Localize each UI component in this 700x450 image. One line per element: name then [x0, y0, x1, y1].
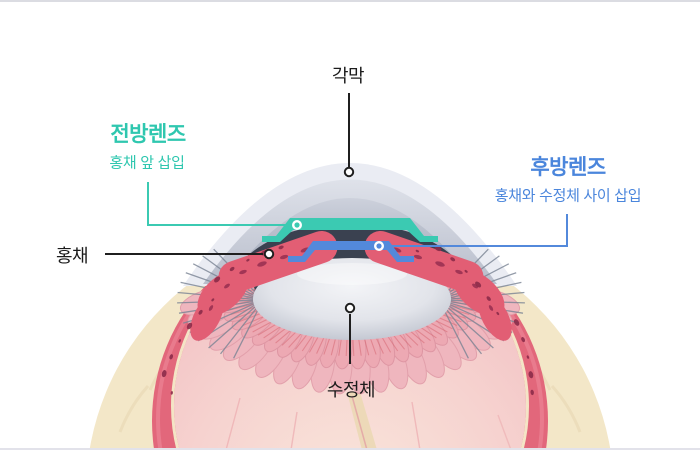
iris-anchor-dot	[263, 248, 275, 260]
leader-lines	[105, 93, 568, 364]
lens-anchor-dot	[344, 302, 356, 314]
anterior-lens-shape	[262, 218, 438, 242]
anterior-lens-leader-line	[147, 182, 292, 226]
fundus-details	[225, 392, 512, 450]
crystalline-lens-body	[253, 258, 451, 340]
cornea-anchor-dot	[343, 166, 355, 178]
anterior-lens-anchor-dot	[292, 219, 303, 230]
anterior-lens-implant	[262, 218, 438, 242]
bottom-border-line	[0, 448, 700, 450]
posterior-lens-label: 후방렌즈	[530, 156, 606, 179]
posterior-lens-anchor-dot	[374, 240, 385, 251]
choroid-pigment-spots	[161, 245, 534, 396]
cornea-label: 각막	[331, 66, 365, 86]
anterior-lens-sublabel: 홍채 앞 삽입	[109, 154, 185, 172]
posterior-lens-sublabel: 홍채와 수정체 사이 삽입	[494, 187, 642, 205]
top-border-line	[0, 0, 700, 2]
iris-label: 홍채	[55, 246, 89, 266]
posterior-lens-leader-line	[385, 214, 568, 247]
iris-tissue	[190, 231, 512, 341]
anterior-lens-label: 전방렌즈	[110, 123, 186, 146]
crystalline-lens-label: 수정체	[326, 380, 376, 400]
